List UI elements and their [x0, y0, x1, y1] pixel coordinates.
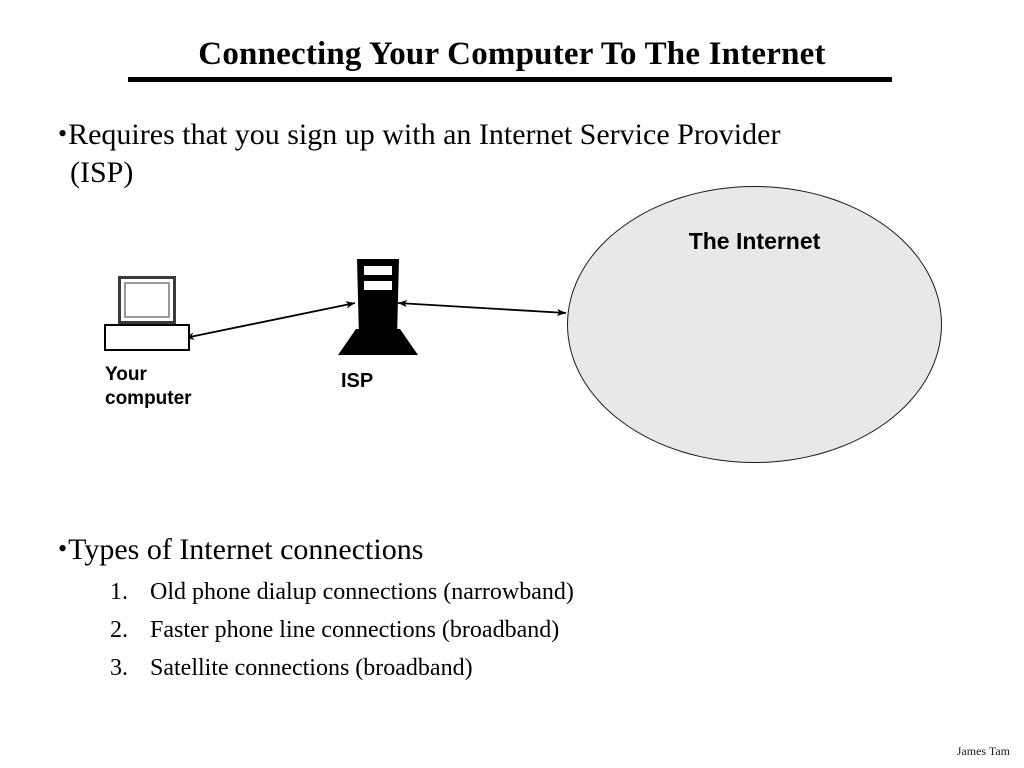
list-item-number: 3. — [110, 655, 128, 681]
label-your-computer: Your computer — [105, 364, 192, 409]
computer-icon — [104, 276, 194, 354]
bullet-isp-line2: (ISP) — [70, 156, 134, 189]
list-item-number: 2. — [110, 617, 128, 643]
monitor-screen-icon — [124, 282, 170, 318]
label-isp: ISP — [341, 370, 374, 392]
list-item: 3. Satellite connections (broadband) — [110, 649, 810, 687]
footer-author: James Tam — [956, 744, 1010, 758]
internet-cloud-ellipse — [567, 186, 942, 463]
page-title: Connecting Your Computer To The Internet — [198, 36, 826, 72]
bullet-dot-icon: • — [58, 534, 68, 563]
list-item-label: Satellite connections (broadband) — [150, 655, 473, 681]
list-item: 1. Old phone dialup connections (narrowba… — [110, 573, 810, 611]
computer-base-icon — [104, 324, 190, 351]
bullet-types-label: Types of Internet connections — [68, 533, 424, 566]
label-the-internet: The Internet — [688, 228, 821, 254]
bullet-dot-icon: • — [58, 119, 68, 148]
title-underline — [128, 77, 892, 82]
connection-types-list: 1. Old phone dialup connections (narrowba… — [110, 573, 810, 687]
bullet-isp-line1: Requires that you sign up with an Intern… — [68, 118, 781, 151]
list-item-number: 1. — [110, 579, 128, 605]
isp-tower-icon — [338, 259, 418, 355]
list-item-label: Old phone dialup connections (narrowband… — [150, 579, 574, 605]
list-item-label: Faster phone line connections (broadband… — [150, 617, 560, 643]
bullet-types: •Types of Internet connections — [58, 530, 758, 569]
list-item: 2. Faster phone line connections (broadba… — [110, 611, 810, 649]
bullet-isp: •Requires that you sign up with an Inter… — [58, 115, 938, 192]
